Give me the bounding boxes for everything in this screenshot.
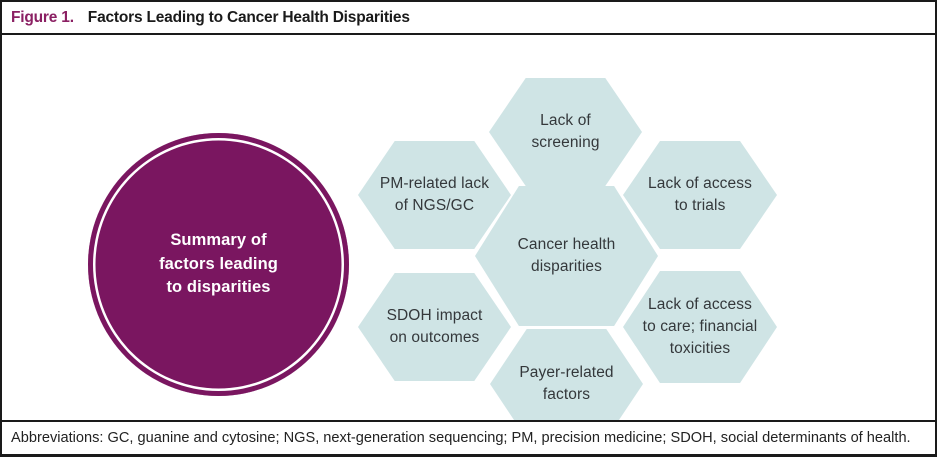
figure-label: Figure 1. [11,8,74,26]
diagram-area: Summary of factors leading to disparitie… [2,35,935,439]
hexagon-label: Lack of screening [531,112,600,151]
hexagon-label: Lack of access to trials [648,175,752,214]
hexagon-lack-of-access-to-trials: Lack of access to trials [623,141,777,249]
hexagon-lack-of-screening: Lack of screening [489,78,642,186]
summary-circle: Summary of factors leading to disparitie… [88,133,349,396]
hexagon-lack-of-access-to-care: Lack of access to care; financial toxici… [623,271,777,383]
figure-title: Factors Leading to Cancer Health Dispari… [87,8,410,26]
hexagon-label: Lack of access to care; financial toxici… [642,296,758,357]
hexagon-sdoh-impact-on-outcomes: SDOH impact on outcomes [358,273,511,381]
abbreviations-text: Abbreviations: GC, guanine and cytosine;… [11,430,911,446]
figure-footer: Abbreviations: GC, guanine and cytosine;… [2,420,935,454]
hexagon-label: Cancer health disparities [517,236,616,275]
summary-circle-label: Summary of factors leading to disparitie… [159,230,278,297]
hexagon-label: PM-related lack of NGS/GC [379,175,490,214]
hexagon-label: SDOH impact on outcomes [386,307,483,346]
hexagon-label: Payer-related factors [519,364,614,403]
hexagon-cancer-health-disparities: Cancer health disparities [475,186,658,326]
figure-header: Figure 1. Factors Leading to Cancer Heal… [2,2,935,35]
hexagon-pm-related-lack-of-ngs-gc: PM-related lack of NGS/GC [358,141,511,249]
